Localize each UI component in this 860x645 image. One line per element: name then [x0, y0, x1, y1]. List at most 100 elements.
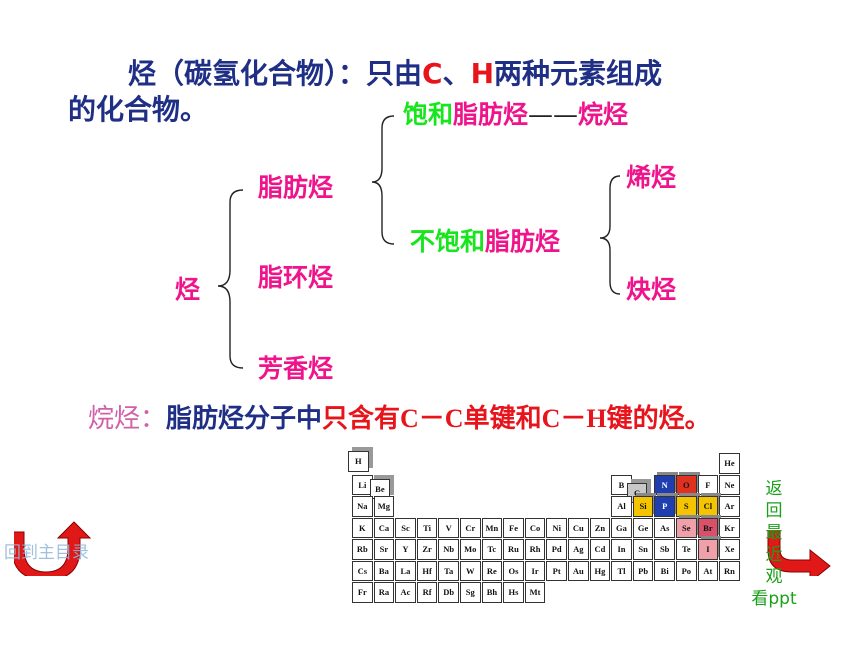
element-cell-nb: Nb	[438, 539, 459, 560]
element-cell-cr: Cr	[460, 517, 481, 538]
element-cell-hs: Hs	[503, 582, 524, 603]
element-cell-ga: Ga	[611, 517, 632, 538]
element-cell-fe: Fe	[503, 517, 524, 538]
return-label-line: 看ppt	[751, 589, 797, 609]
element-cell-sn: Sn	[632, 539, 654, 560]
element-cell-cu: Cu	[568, 517, 589, 538]
element-cell-fr: Fr	[352, 582, 373, 603]
tree-root: 烃	[175, 275, 201, 304]
tree-aliphatic: 脂肪烃	[258, 173, 334, 202]
element-cell-ac: Ac	[395, 582, 416, 603]
element-cell-sc: Sc	[395, 517, 416, 538]
element-cell-kr: Kr	[719, 517, 740, 538]
element-cell-ag: Ag	[568, 539, 589, 560]
element-cell-y: Y	[395, 539, 416, 560]
element-cell-k: K	[352, 517, 373, 538]
element-cell-w: W	[460, 560, 481, 581]
element-cell-mn: Mn	[481, 517, 503, 538]
return-label-line: 最	[765, 523, 783, 543]
element-cell-rn: Rn	[719, 560, 740, 581]
element-cell-pt: Pt	[546, 560, 567, 581]
element-cell-sg: Sg	[460, 582, 481, 603]
element-cell-zr: Zr	[416, 539, 438, 560]
element-cell-n: N	[654, 474, 675, 495]
element-cell-ar: Ar	[719, 496, 740, 517]
return-last-viewed-label: 返 回 最 近 观 看ppt	[744, 478, 804, 610]
element-cell-ge: Ge	[632, 517, 654, 538]
element-cell-cs: Cs	[352, 560, 373, 581]
tree-unsaturated-prefix: 不饱和	[410, 227, 486, 256]
element-cell-tl: Tl	[611, 560, 632, 581]
element-cell-hg: Hg	[589, 560, 611, 581]
element-cell-ta: Ta	[438, 560, 459, 581]
definition-sep: 、	[442, 57, 471, 90]
element-cell-mo: Mo	[460, 539, 481, 560]
element-cell-db: Db	[438, 582, 459, 603]
element-cell-o: O	[676, 474, 697, 495]
tree-alkyne: 炔烃	[626, 275, 677, 304]
return-last-viewed-button[interactable]: 返 回 最 近 观 看ppt	[740, 478, 850, 638]
return-label-line: 返	[765, 479, 783, 499]
tree-saturated-prefix: 饱和	[403, 100, 454, 129]
element-cell-la: La	[395, 560, 416, 581]
element-cell-i: I	[697, 539, 719, 560]
element-cell-ir: Ir	[524, 560, 546, 581]
element-cell-si: Si	[632, 496, 654, 517]
element-cell-v: V	[438, 517, 459, 538]
element-cell-se: Se	[676, 517, 697, 538]
element-cell-hf: Hf	[416, 560, 438, 581]
element-cell-ca: Ca	[373, 517, 395, 538]
definition-line1: 烃（碳氢化合物）：只由C、H两种元素组成	[128, 52, 662, 92]
element-cell-sb: Sb	[654, 539, 675, 560]
bracket-root	[217, 189, 244, 369]
element-cell-cd: Cd	[589, 539, 611, 560]
element-cell-sr: Sr	[373, 539, 395, 560]
alkane-definition: 烷烃：脂肪烃分子中只含有C－C单键和C－H键的烃。	[88, 398, 711, 435]
back-to-main-menu-label: 回到主目录	[4, 543, 89, 563]
definition-text-a: 烃（碳氢化合物）：只由	[128, 57, 423, 90]
return-arrow-icon	[767, 530, 831, 576]
element-cell-mt: Mt	[524, 582, 546, 603]
element-cell-ra: Ra	[373, 582, 395, 603]
tree-saturated: 饱和脂肪烃——烷烃	[403, 95, 628, 131]
element-cell-tc: Tc	[481, 539, 503, 560]
element-cell-bi: Bi	[654, 560, 675, 581]
return-label-line: 观	[765, 567, 783, 587]
element-cell-rb: Rb	[352, 539, 373, 560]
element-cell-te: Te	[676, 539, 697, 560]
alkane-mid: 脂肪烃分子中	[166, 404, 323, 433]
element-cell-h: H	[348, 451, 369, 472]
element-cell-xe: Xe	[719, 539, 740, 560]
tree-unsaturated-suffix: 脂肪烃	[485, 227, 561, 256]
element-cell-po: Po	[676, 560, 697, 581]
element-cell-p: P	[654, 496, 675, 517]
element-cell-ba: Ba	[373, 560, 395, 581]
element-cell-pb: Pb	[632, 560, 654, 581]
return-label-line: 近	[765, 545, 783, 565]
tree-dash: ——	[528, 100, 579, 129]
definition-line2: 的化合物。	[68, 93, 209, 126]
element-cell-he: He	[719, 453, 740, 474]
bracket-aliphatic	[371, 115, 395, 245]
element-cell-cl: Cl	[697, 496, 719, 517]
element-cell-ru: Ru	[503, 539, 524, 560]
element-cell-na: Na	[352, 496, 373, 517]
definition-c: C	[422, 57, 443, 90]
return-label-line: 回	[765, 501, 783, 521]
back-to-main-menu-button[interactable]: 回到主目录	[0, 520, 120, 576]
element-cell-rh: Rh	[524, 539, 546, 560]
alkane-red: 只含有C－C单键和C－H键的烃。	[322, 404, 711, 433]
tree-unsaturated: 不饱和脂肪烃	[410, 222, 560, 258]
element-cell-co: Co	[524, 517, 546, 538]
tree-alkene: 烯烃	[626, 163, 677, 192]
definition-h: H	[470, 57, 495, 90]
tree-alkane: 烷烃	[578, 100, 629, 129]
element-cell-au: Au	[568, 560, 589, 581]
element-cell-ti: Ti	[416, 517, 438, 538]
element-cell-s: S	[676, 496, 697, 517]
element-cell-ne: Ne	[719, 474, 740, 495]
element-cell-at: At	[697, 560, 719, 581]
element-cell-re: Re	[481, 560, 503, 581]
